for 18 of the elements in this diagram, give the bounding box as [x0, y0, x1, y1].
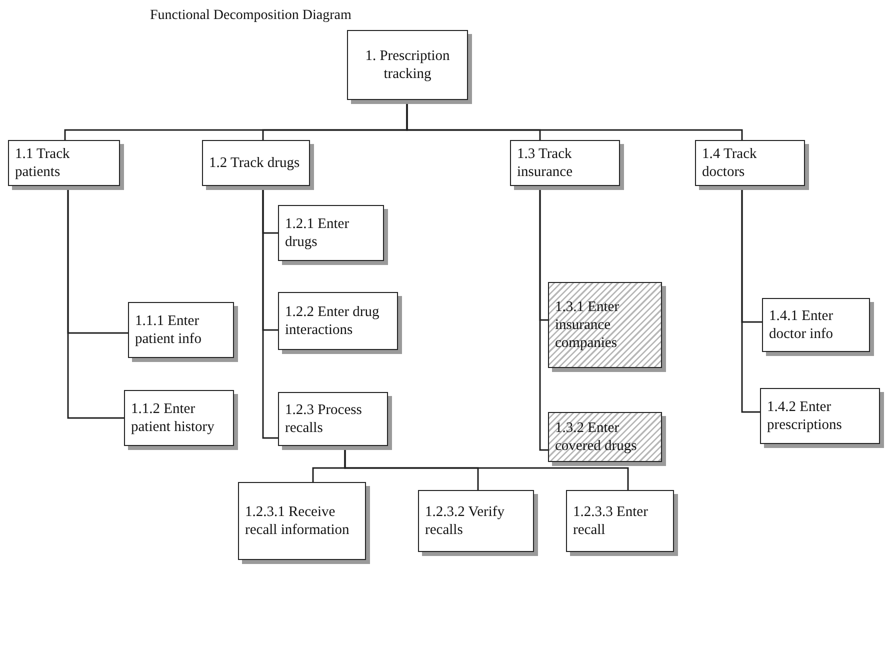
box-label: 1.2.3 Process recalls	[285, 400, 363, 438]
box-label: 1.1.2 Enter patient history	[131, 400, 216, 436]
box-label: 1.3.1 Enter insurance companies	[555, 298, 620, 352]
box-label: 1.4 Track doctors	[702, 144, 758, 182]
box-label: 1.3.2 Enter covered drugs	[555, 418, 638, 456]
box-label: 1.2 Track drugs	[209, 154, 300, 172]
box-label: 1. Prescription tracking	[364, 46, 451, 84]
box-label: 1.2.1 Enter drugs	[285, 214, 350, 252]
box-label: 1.3 Track insurance	[517, 144, 574, 182]
box-label: 1.1.1 Enter patient info	[135, 312, 202, 348]
box-label: 1.1 Track patients	[15, 144, 71, 182]
box-label: 1.2.3.2 Verify recalls	[425, 502, 506, 540]
box-label: 1.2.2 Enter drug interactions	[285, 302, 380, 340]
box-label: 1.2.3.1 Receive recall information	[245, 502, 350, 540]
box-label: 1.4.1 Enter doctor info	[769, 306, 834, 344]
box-label: 1.4.2 Enter prescriptions	[767, 398, 843, 434]
diagram-title: Functional Decomposition Diagram	[150, 8, 352, 24]
box-label: 1.2.3.3 Enter recall	[573, 502, 649, 540]
